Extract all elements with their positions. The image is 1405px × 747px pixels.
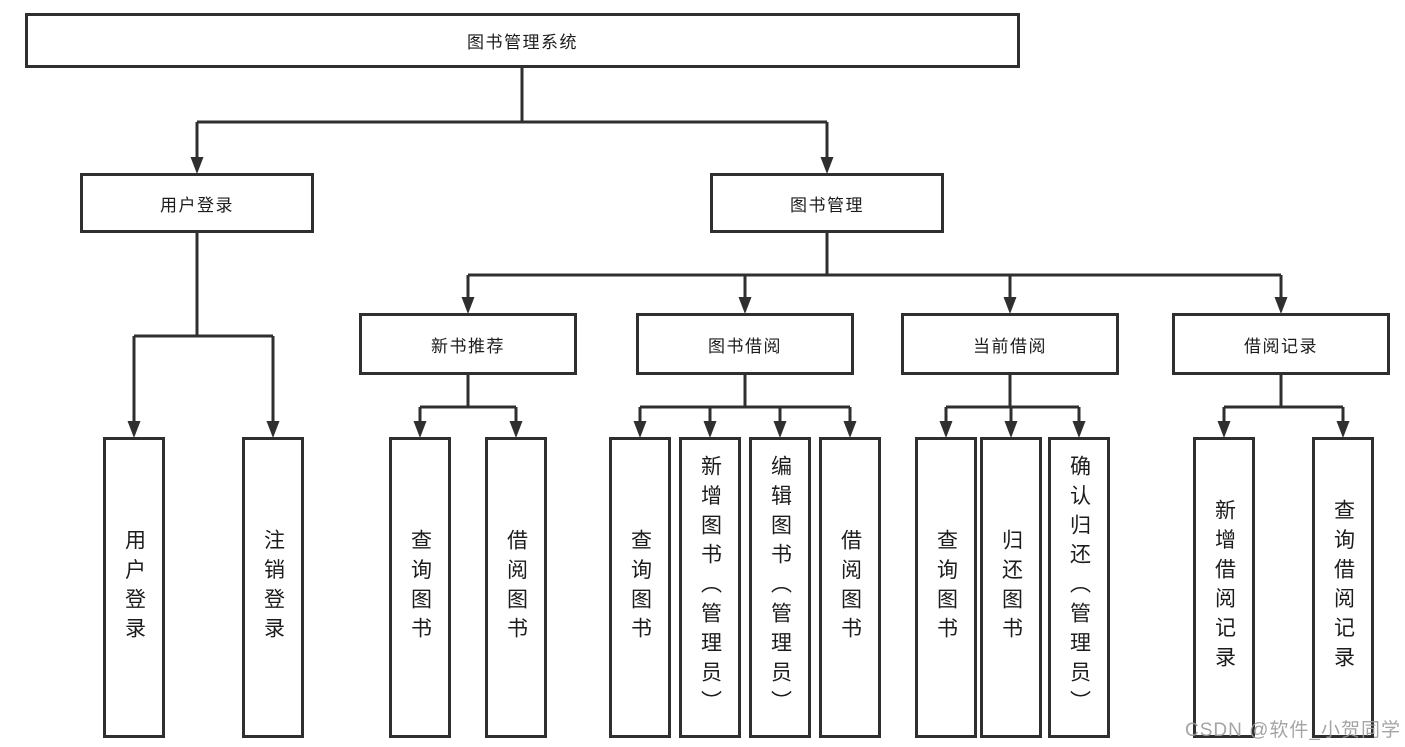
leaf-return-book: 归还图书 [980,437,1042,738]
leaf-label: 用户登录 [122,528,146,647]
leaf-add-book-admin: 新增图书（管理员） [679,437,741,738]
leaf-label: 注销登录 [261,528,285,647]
node-book-borrow: 图书借阅 [636,313,854,375]
leaf-label: 归还图书 [999,528,1023,647]
leaf-label: 编辑图书（管理员） [768,455,792,720]
leaf-label: 新增借阅记录 [1212,499,1236,676]
leaf-logout: 注销登录 [242,437,304,738]
node-label: 图书管理 [790,195,864,215]
leaf-label: 借阅图书 [504,528,528,647]
leaf-query-books: 查询图书 [915,437,977,738]
node-label: 借阅记录 [1244,336,1318,356]
node-current-borrow: 当前借阅 [901,313,1119,375]
node-label: 当前借阅 [973,336,1047,356]
leaf-label: 新增图书（管理员） [698,455,722,720]
leaf-label: 查询图书 [628,528,652,647]
leaf-edit-book-admin: 编辑图书（管理员） [749,437,811,738]
leaf-add-borrow-record: 新增借阅记录 [1193,437,1255,738]
leaf-query-books: 查询图书 [609,437,671,738]
watermark: CSDN @软件_小贺同学 [1185,720,1401,741]
leaf-borrow-book: 借阅图书 [819,437,881,738]
node-label: 用户登录 [160,195,234,215]
node-label: 新书推荐 [431,336,505,356]
node-label: 图书管理系统 [467,33,578,52]
node-borrow-records: 借阅记录 [1172,313,1390,375]
leaf-label: 查询借阅记录 [1331,499,1355,676]
node-user-login: 用户登录 [80,173,314,233]
leaf-label: 借阅图书 [838,528,862,647]
leaf-confirm-return-admin: 确认归还（管理员） [1048,437,1110,738]
leaf-query-borrow-record: 查询借阅记录 [1312,437,1374,738]
leaf-borrow-book: 借阅图书 [485,437,547,738]
leaf-label: 查询图书 [408,528,432,647]
node-book-management: 图书管理 [710,173,944,233]
leaf-label: 确认归还（管理员） [1067,455,1091,720]
leaf-label: 查询图书 [934,528,958,647]
leaf-query-books: 查询图书 [389,437,451,738]
node-library-management-system: 图书管理系统 [25,13,1020,68]
leaf-user-login: 用户登录 [103,437,165,738]
node-new-book-recommend: 新书推荐 [359,313,577,375]
node-label: 图书借阅 [708,336,782,356]
